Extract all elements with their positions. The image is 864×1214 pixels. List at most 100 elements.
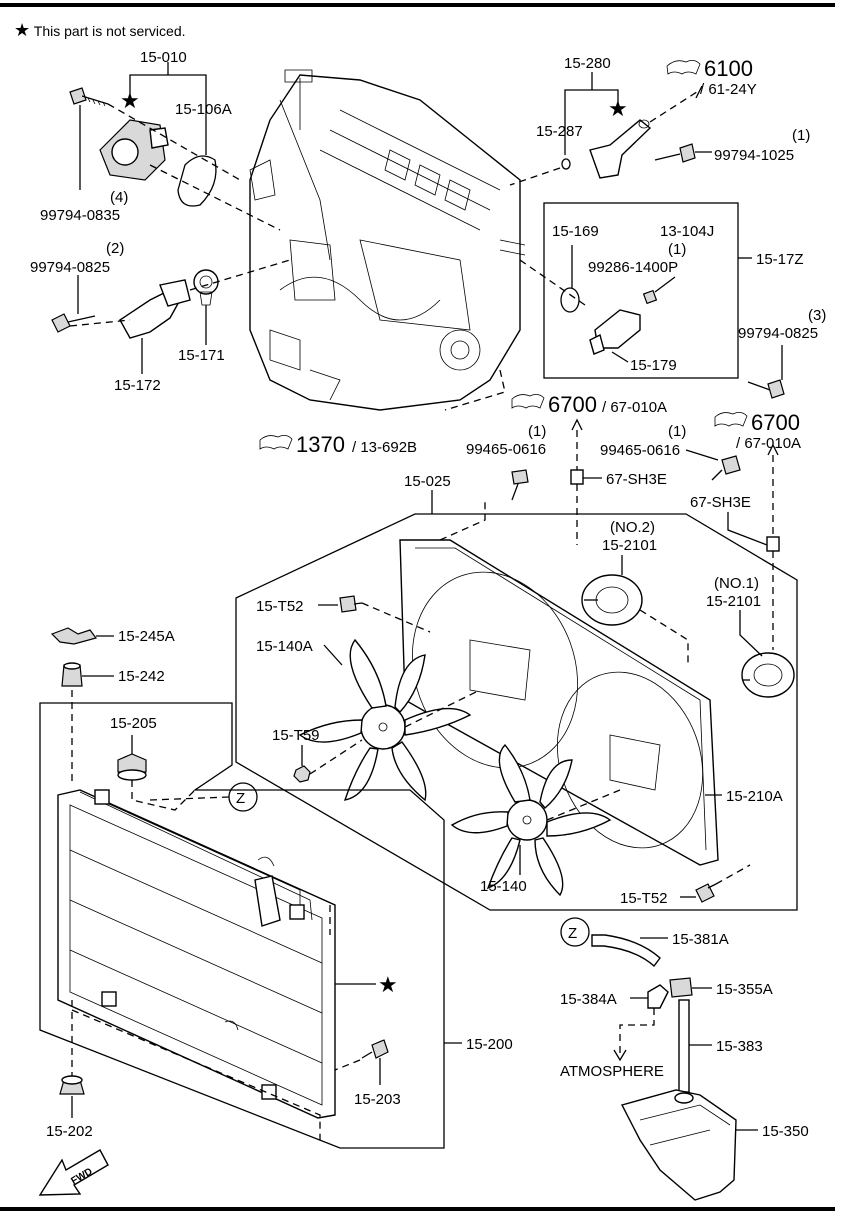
dash-172-engine [69, 259, 291, 327]
label-15-202: 15-202 [46, 1123, 93, 1140]
outline-15-200 [39, 702, 445, 1149]
dash-6100 [649, 89, 701, 123]
bolt-99794-0825-left [51, 313, 96, 333]
hose-15-381A [591, 934, 661, 968]
label-15-384A: 15-384A [560, 991, 617, 1008]
bracket-15-245A [50, 627, 98, 645]
label-99794-0835-qty: (4) [110, 189, 128, 206]
label-ref-1370: 1370 [296, 432, 345, 457]
label-15-140A: 15-140A [256, 638, 313, 655]
label-15-350: 15-350 [762, 1123, 809, 1140]
book-ref-icon-1370 [259, 435, 293, 450]
book-ref-icon-6700a [511, 394, 545, 409]
label-99794-0825-right: 99794-0825 [738, 325, 818, 342]
label-ref-6100-code: / 61-24Y [700, 81, 757, 98]
label-15-355A: 15-355A [716, 981, 773, 998]
label-15-287: 15-287 [536, 123, 583, 140]
label-99794-1025-qty: (1) [792, 127, 810, 144]
dash-atmosphere [619, 1008, 655, 1055]
label-15-169: 15-169 [552, 223, 599, 240]
radiator-15-200 [57, 789, 336, 1119]
fan-15-140 [450, 743, 612, 897]
star-icon-15-010: ★ [120, 88, 140, 113]
o-ring-15-169 [560, 287, 580, 313]
label-no2: (NO.2) [610, 519, 655, 536]
label-99794-0825-right-qty: (3) [808, 307, 826, 324]
label-99794-0825-left-qty: (2) [106, 240, 124, 257]
bolt-99794-0835 [69, 87, 109, 107]
label-ref-6100: 6100 [704, 56, 753, 81]
label-15-025: 15-025 [404, 473, 451, 490]
label-99465-left-qty: (1) [528, 423, 546, 440]
engine-assembly [249, 69, 526, 411]
label-15-179: 15-179 [630, 357, 677, 374]
dash-motor2 [639, 609, 689, 666]
bolt-15-T52-bottom [695, 883, 717, 903]
fwd-arrow-icon [38, 1149, 109, 1196]
label-15-203: 15-203 [354, 1091, 401, 1108]
water-pipe-15-280 [589, 119, 652, 179]
dash-pipe-engine [509, 167, 561, 186]
hose-15-384A [647, 984, 669, 1009]
dash-T59 [309, 739, 363, 775]
label-67-SH3E-a: 67-SH3E [606, 471, 667, 488]
thermostat-housing-15-010 [99, 119, 169, 181]
note-text: This part is not serviced. [33, 23, 186, 39]
label-15-T52-top: 15-T52 [256, 598, 304, 615]
fan-15-140A [298, 638, 472, 802]
label-15-2101-no1: 15-2101 [706, 593, 761, 610]
leader-99465-right [685, 449, 719, 461]
label-15-381A: 15-381A [672, 931, 729, 948]
label-no1: (NO.1) [714, 575, 759, 592]
label-99794-0825-left: 99794-0825 [30, 259, 110, 276]
fan-shroud-15-210A [399, 539, 719, 866]
label-15-245A: 15-245A [118, 628, 175, 645]
reservoir-15-350 [620, 1089, 737, 1201]
z-marker-1 [228, 782, 258, 812]
dash-rad-bottom [71, 905, 331, 1140]
label-ref-1370-code: / 13-692B [352, 439, 417, 456]
label-15-210A: 15-210A [726, 788, 783, 805]
book-ref-icon-6100 [666, 60, 701, 75]
label-z-1: Z [236, 790, 245, 807]
label-ref-6700-b: 6700 [751, 410, 800, 435]
dash-drain [334, 1059, 361, 1071]
radiator-cap-15-205 [117, 753, 147, 781]
label-15-010: 15-010 [140, 49, 187, 66]
gasket-15-106A [177, 155, 217, 207]
nut-15-T59 [293, 765, 311, 783]
label-ref-6700-b-code: / 67-010A [736, 435, 801, 452]
label-15-200: 15-200 [466, 1036, 513, 1053]
label-99286-1400P: 99286-1400P [588, 259, 678, 276]
fan-motor-15-2101-no2 [581, 574, 643, 626]
label-15-172: 15-172 [114, 377, 161, 394]
outlet-pipe-15-172 [119, 279, 191, 339]
label-15-280: 15-280 [564, 55, 611, 72]
cushion-15-202 [59, 1075, 85, 1095]
bolt-99465-0616-left [511, 469, 529, 501]
label-atmosphere: ATMOSPHERE [560, 1063, 664, 1080]
dash-T52-top [361, 602, 431, 633]
cap-15-355A [669, 977, 693, 998]
label-15-140: 15-140 [480, 878, 527, 895]
label-99465-right: 99465-0616 [600, 442, 680, 459]
bolt-15-T52-top [339, 595, 363, 613]
book-ref-icon-6700b [714, 412, 748, 427]
dash-shroud-top [439, 500, 486, 541]
not-serviced-note: ★ This part is not serviced. [14, 20, 186, 41]
bolt-99794-0825-right [747, 379, 785, 399]
label-ref-6700-a: 6700 [548, 392, 597, 417]
dash-engine-6700 [444, 369, 506, 411]
arrow-6700-a [571, 418, 583, 431]
label-15-242: 15-242 [118, 668, 165, 685]
leader-15-179 [611, 351, 629, 363]
dash-T52-bottom [715, 864, 751, 885]
fan-motor-15-2101-no1 [741, 652, 795, 698]
dash-cap-radiator [131, 780, 196, 811]
label-99794-0835: 99794-0835 [40, 207, 120, 224]
leader-6100-arrow [695, 85, 703, 99]
z-marker-2 [560, 917, 590, 947]
box-15-17Z [543, 202, 739, 379]
label-z-2: Z [568, 925, 577, 942]
o-ring-15-287 [561, 158, 571, 170]
